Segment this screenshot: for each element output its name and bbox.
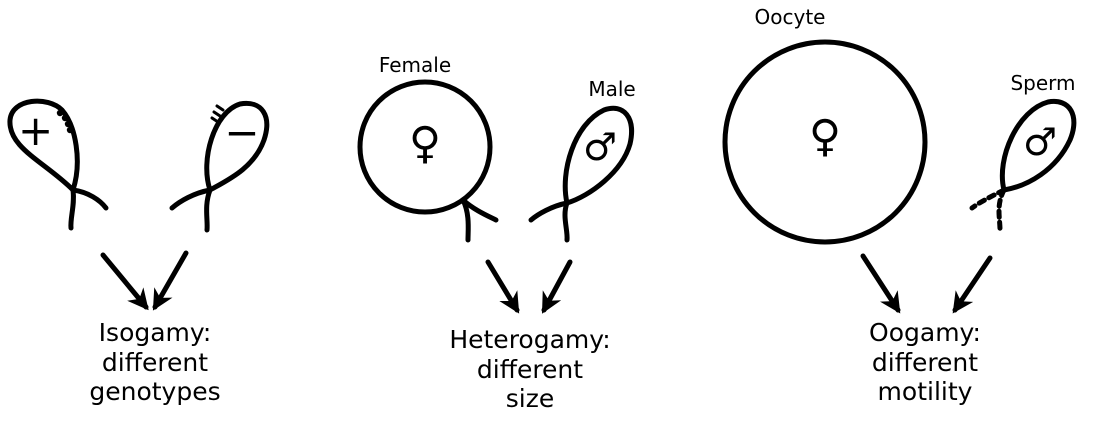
- female-symbol: ♀: [395, 118, 455, 170]
- sperm-flagellum-a: [999, 190, 1004, 230]
- oogamy-caption-line-3: motility: [825, 377, 1025, 407]
- heterogamy-caption-line-3: size: [430, 384, 630, 414]
- oogamy-caption-line-1: Oogamy:: [825, 318, 1025, 348]
- minus-gamete-flagellum-b: [172, 190, 210, 208]
- plus-sign: +: [18, 110, 52, 152]
- isogamy-arrow-left: [103, 255, 146, 307]
- isogamy-arrow-right: [155, 253, 186, 307]
- isogamy-caption-line-3: genotypes: [55, 377, 255, 407]
- oocyte-label: Oocyte: [735, 6, 845, 30]
- male-label: Male: [572, 78, 652, 102]
- heterogamy-caption-line-1: Heterogamy:: [430, 325, 630, 355]
- minus-sign: −: [222, 112, 262, 154]
- plus-gamete-flagellum-a: [71, 190, 74, 228]
- plus-gamete-flagellum-b: [73, 190, 106, 208]
- oogamy-arrow-left: [863, 256, 898, 310]
- male-symbol: ♂: [570, 125, 630, 169]
- isogamy-caption-line-2: different: [55, 348, 255, 378]
- sperm-label: Sperm: [998, 72, 1088, 96]
- male-flagellum-a: [565, 203, 567, 240]
- female-label: Female: [360, 54, 470, 78]
- isogamy-caption: Isogamy: different genotypes: [55, 318, 255, 407]
- heterogamy-arrow-left: [488, 262, 517, 310]
- heterogamy-caption: Heterogamy: different size: [430, 325, 630, 414]
- oocyte-symbol: ♀: [795, 111, 855, 163]
- oogamy-caption: Oogamy: different motility: [825, 318, 1025, 407]
- oogamy-arrow-right: [955, 258, 990, 310]
- isogamy-caption-line-1: Isogamy:: [55, 318, 255, 348]
- heterogamy-arrow-right: [544, 262, 570, 310]
- sperm-symbol: ♂: [1010, 120, 1070, 164]
- heterogamy-caption-line-2: different: [430, 355, 630, 385]
- oogamy-caption-line-2: different: [825, 348, 1025, 378]
- minus-gamete-flagellum-a: [207, 190, 210, 230]
- male-flagellum-b: [531, 203, 567, 220]
